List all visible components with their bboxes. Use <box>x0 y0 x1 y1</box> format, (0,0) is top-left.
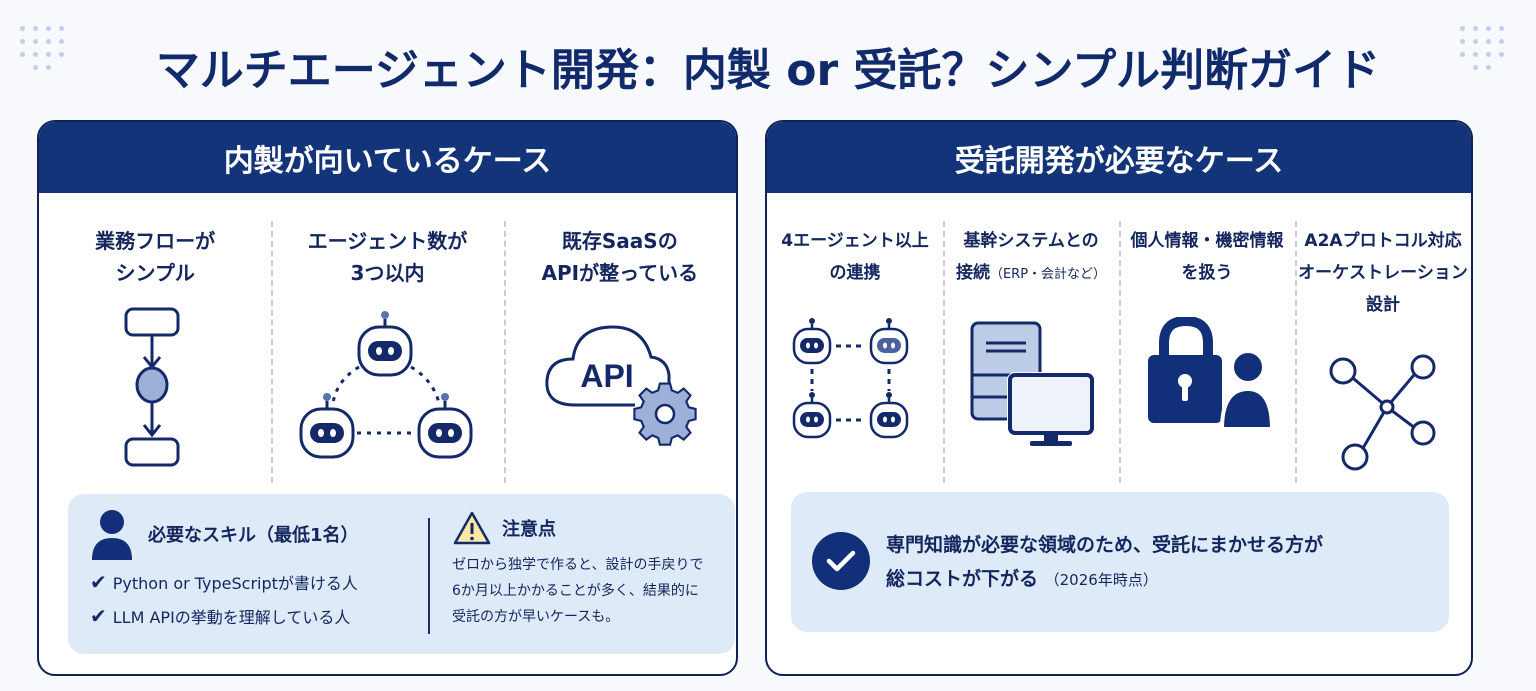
skill-item: ✔ Python or TypeScriptが書ける人 <box>90 570 410 594</box>
lock-icon <box>1148 317 1222 423</box>
person-icon <box>1219 349 1272 431</box>
criterion-sensitive-data: 個人情報・機密情報 を扱う <box>1119 193 1295 483</box>
warning-icon <box>453 511 491 545</box>
criterion-saas-api: 既存SaaSの APIが整っている API <box>503 193 736 483</box>
api-label: API <box>580 358 633 394</box>
robot-icon <box>299 393 355 459</box>
criterion-label-line2-main: 接続 <box>955 263 990 283</box>
checkmark-icon: ✔ <box>90 604 107 628</box>
outsourcing-conclusion-box: 専門知識が必要な領域のため、受託にまかせる方が 総コストが下がる （2026年時… <box>791 492 1449 632</box>
check-circle-icon <box>812 532 870 590</box>
decorative-dots-left <box>20 26 72 70</box>
criterion-label-line1: 4エージェント以上 <box>781 231 929 251</box>
in-house-criteria: 業務フローが シンプル エージェント数が 3つ以内 <box>39 193 736 483</box>
checkmark-icon: ✔ <box>90 570 107 594</box>
criterion-few-agents: エージェント数が 3つ以内 <box>271 193 503 483</box>
caution-text: ゼロから独学で作ると、設計の手戻りで 6か月以上かかることが多く、結果的に 受託… <box>452 552 732 630</box>
conclusion-line1: 専門知識が必要な領域のため、受託にまかせる方が <box>886 534 1324 556</box>
in-house-notes-box: 必要なスキル（最低1名） ✔ Python or TypeScriptが書ける人… <box>68 494 735 654</box>
criterion-label-line2: を扱う <box>1181 263 1233 283</box>
criterion-many-agents: 4エージェント以上 の連携 <box>767 193 943 483</box>
criterion-label: 既存SaaSの APIが整っている <box>542 225 699 289</box>
decorative-dots-right <box>1460 26 1512 70</box>
robot-icon <box>869 392 909 439</box>
cloud-api-gear-icon: API <box>545 325 697 446</box>
skill-item-text: LLM APIの挙動を理解している人 <box>112 608 351 627</box>
criterion-a2a-orchestration: A2Aプロトコル対応 オーケストレーション設計 <box>1295 193 1471 483</box>
criterion-label: 基幹システムとの 接続（ERP・会計など） <box>956 225 1106 291</box>
flowchart-icon <box>124 307 180 467</box>
gear-icon <box>633 382 697 446</box>
criterion-label: A2Aプロトコル対応 オーケストレーション設計 <box>1295 225 1471 321</box>
required-skills-title: 必要なスキル（最低1名） <box>148 525 359 546</box>
criterion-label: 個人情報・機密情報 を扱う <box>1131 225 1284 289</box>
skill-item: ✔ LLM APIの挙動を理解している人 <box>90 604 410 628</box>
monitor-icon <box>1007 372 1095 446</box>
criterion-label-line1: エージェント数が <box>307 229 468 253</box>
robot-icon <box>792 392 832 439</box>
criterion-label: エージェント数が 3つ以内 <box>308 225 468 289</box>
conclusion-line2: 総コストが下がる <box>886 568 1039 590</box>
criterion-label: 業務フローが シンプル <box>95 225 215 289</box>
criterion-label-line1: 基幹システムとの <box>963 231 1099 251</box>
criterion-label-line1: 個人情報・機密情報 <box>1130 231 1284 251</box>
person-icon <box>92 510 132 560</box>
caution-section: 注意点 ゼロから独学で作ると、設計の手戻りで 6か月以上かかることが多く、結果的… <box>452 510 732 630</box>
page-title: マルチエージェント開発：内製 or 受託？シンプル判断ガイド <box>155 45 1381 96</box>
criterion-label-line1: 既存SaaSの <box>561 229 678 253</box>
divider <box>428 518 430 634</box>
criterion-label-line2-note: （ERP・会計など） <box>989 267 1107 282</box>
caution-line: 6か月以上かかることが多く、結果的に <box>452 583 699 599</box>
outsourcing-panel-header: 受託開発が必要なケース <box>767 122 1471 193</box>
network-nodes-icon <box>1329 354 1436 471</box>
required-skills: 必要なスキル（最低1名） ✔ Python or TypeScriptが書ける人… <box>90 508 410 628</box>
criterion-label-line2: シンプル <box>115 261 195 285</box>
robot-icon <box>869 318 909 365</box>
criterion-label: 4エージェント以上 の連携 <box>781 225 929 289</box>
robot-icon <box>357 311 413 377</box>
caution-title: 注意点 <box>502 519 556 540</box>
three-robots-icon <box>299 311 473 459</box>
caution-line: 受託の方が早いケースも。 <box>452 609 620 625</box>
four-robots-icon <box>792 318 909 439</box>
lock-person-icon <box>1148 317 1272 431</box>
criterion-label-line2: 接続（ERP・会計など） <box>956 257 1106 291</box>
criterion-label-line2: オーケストレーション設計 <box>1298 263 1468 315</box>
in-house-panel: 内製が向いているケース 業務フローが シンプル エージェント数が 3つ以内 <box>37 120 738 676</box>
criterion-core-systems: 基幹システムとの 接続（ERP・会計など） <box>943 193 1119 483</box>
caution-line: ゼロから独学で作ると、設計の手戻りで <box>452 557 704 573</box>
skill-item-text: Python or TypeScriptが書ける人 <box>112 574 358 593</box>
criterion-label-line2: 3つ以内 <box>350 261 425 285</box>
criterion-label-line1: A2Aプロトコル対応 <box>1304 231 1462 251</box>
robot-icon <box>417 393 473 459</box>
outsourcing-panel: 受託開発が必要なケース 4エージェント以上 の連携 <box>765 120 1473 676</box>
conclusion-text: 専門知識が必要な領域のため、受託にまかせる方が 総コストが下がる （2026年時… <box>886 528 1323 597</box>
criterion-label-line2: APIが整っている <box>541 261 699 285</box>
criterion-label-line2: の連携 <box>829 263 881 283</box>
outsourcing-criteria: 4エージェント以上 の連携 <box>767 193 1471 483</box>
robot-icon <box>792 318 832 365</box>
conclusion-note: （2026年時点） <box>1044 571 1158 589</box>
criterion-simple-flow: 業務フローが シンプル <box>39 193 271 483</box>
criterion-label-line1: 業務フローが <box>95 229 216 253</box>
server-monitor-icon <box>970 321 1095 446</box>
in-house-panel-header: 内製が向いているケース <box>39 122 736 193</box>
